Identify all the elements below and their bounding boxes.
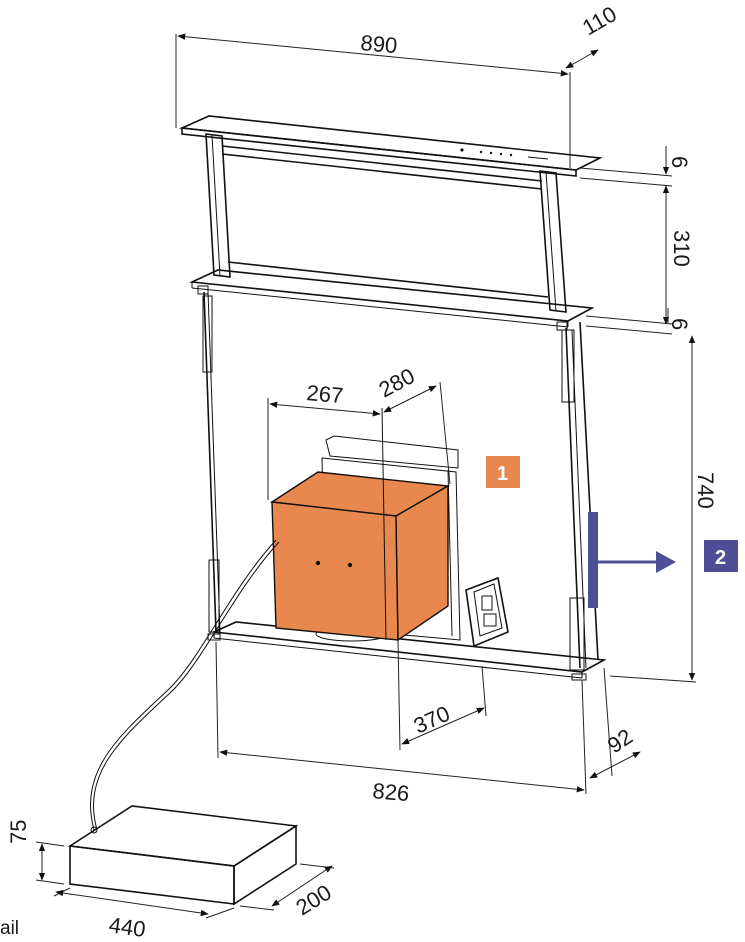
external-box — [67, 805, 299, 906]
badge-2: 2 — [704, 540, 738, 572]
dim-motor-width: 267 — [306, 380, 345, 408]
dim-frame-width: 826 — [372, 778, 411, 806]
corner-caption: ail — [0, 918, 19, 939]
dim-box-width: 440 — [107, 912, 147, 942]
power-cable — [90, 539, 277, 831]
badge-1: 1 — [486, 456, 520, 488]
dim-top-gap: 6 — [667, 156, 692, 168]
dim-box-height: 75 — [6, 820, 31, 844]
dim-frame-height: 740 — [693, 472, 718, 509]
motor-block — [269, 407, 451, 642]
dim-glass-height: 310 — [669, 230, 694, 267]
badge-2-label: 2 — [715, 547, 726, 569]
dim-hood-depth: 110 — [578, 1, 621, 40]
dimension-lines — [35, 33, 697, 919]
hood-top-bar — [178, 115, 603, 177]
section-marker — [588, 512, 676, 608]
dim-motor-offset: 370 — [410, 701, 454, 739]
dim-hood-width: 890 — [360, 30, 399, 58]
control-module — [465, 576, 509, 648]
glass-panel — [205, 133, 567, 313]
dim-lower-gap: 6 — [667, 318, 692, 330]
dim-frame-depth: 92 — [603, 724, 637, 758]
dim-motor-depth: 280 — [375, 363, 419, 402]
dim-box-depth: 200 — [291, 880, 335, 921]
middle-crossbar — [189, 269, 595, 331]
badge-1-label: 1 — [497, 463, 508, 485]
